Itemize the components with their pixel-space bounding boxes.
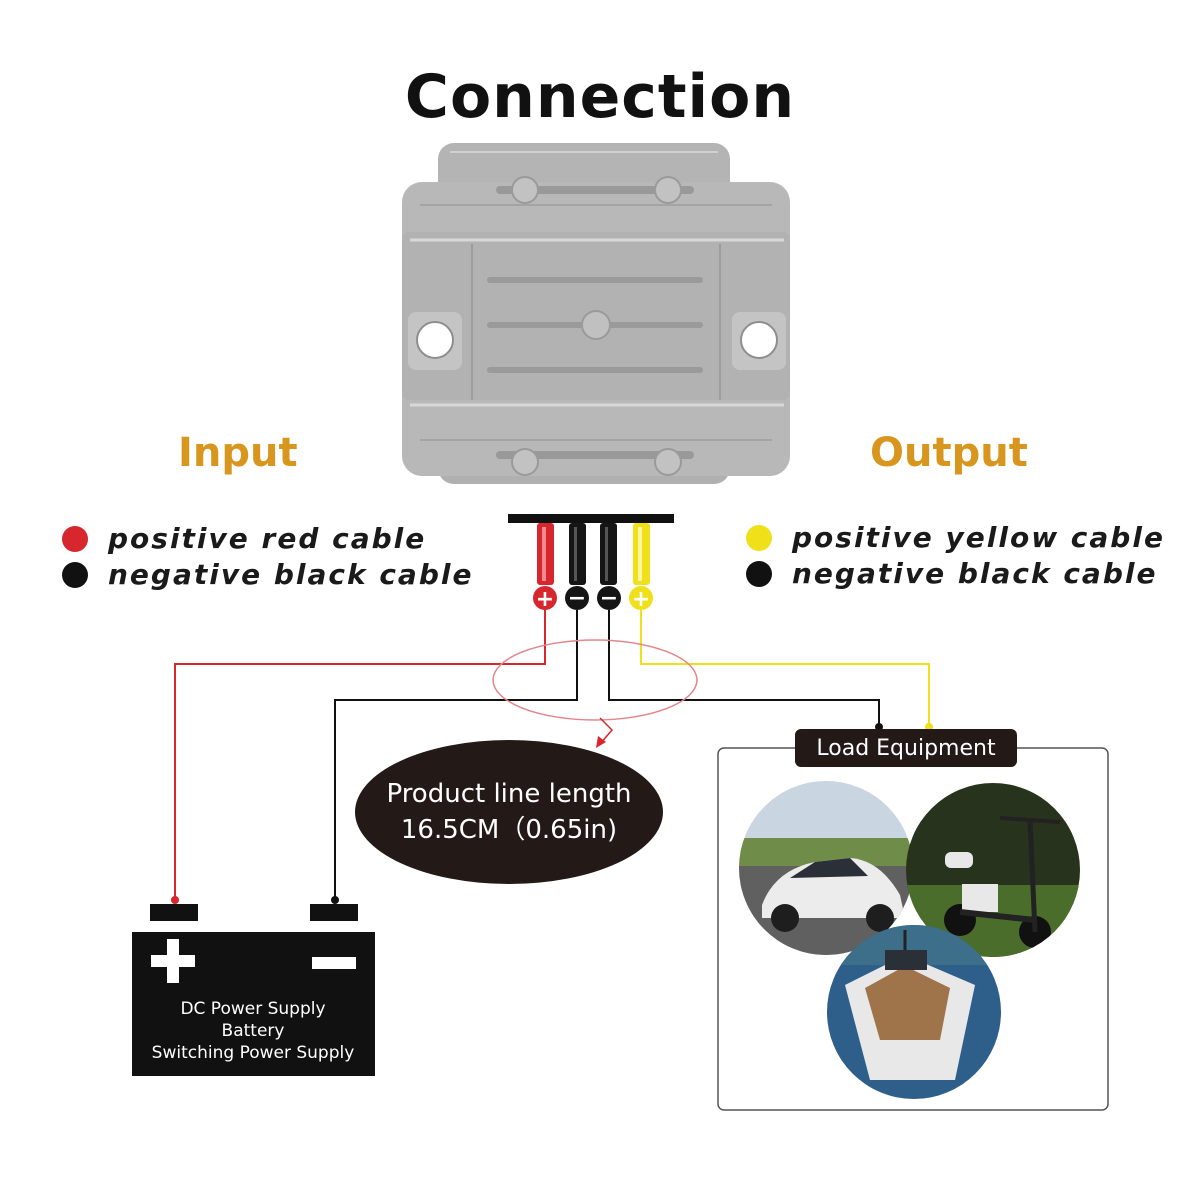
svg-text:−: − bbox=[600, 586, 618, 611]
boat-photo bbox=[827, 925, 1001, 1099]
red-wire bbox=[174, 610, 546, 900]
battery-line-2: Battery bbox=[221, 1021, 285, 1041]
legend-label: positive yellow cable bbox=[792, 521, 1165, 554]
black-dot-icon bbox=[746, 560, 772, 587]
black-wire-output bbox=[608, 610, 880, 728]
product-line-length-note: Product line length 16.5CM（0.65in) bbox=[355, 740, 663, 884]
pointer-arrow bbox=[599, 717, 614, 745]
input-heading: Input bbox=[178, 430, 298, 476]
converter-housing bbox=[402, 143, 790, 484]
terminal-positive-input bbox=[533, 586, 557, 610]
black-wire-input bbox=[334, 610, 578, 900]
wires bbox=[174, 610, 930, 900]
input-legend-negative: negative black cable bbox=[62, 558, 473, 591]
page-title: Connection bbox=[404, 62, 796, 132]
terminal-negative-output bbox=[597, 586, 621, 610]
terminal-positive-output bbox=[629, 586, 653, 610]
terminal-markers: + − − + bbox=[533, 586, 653, 612]
terminal-negative-input bbox=[565, 586, 589, 610]
battery bbox=[132, 904, 375, 1076]
battery-label: DC Power Supply Battery Switching Power … bbox=[132, 998, 374, 1064]
svg-text:−: − bbox=[568, 586, 586, 611]
svg-text:+: + bbox=[536, 587, 554, 612]
input-legend-positive: positive red cable bbox=[62, 522, 426, 555]
black-dot-icon bbox=[62, 561, 88, 588]
red-dot-icon bbox=[62, 525, 88, 552]
yellow-dot-icon bbox=[746, 524, 772, 551]
output-legend-positive: positive yellow cable bbox=[746, 521, 1165, 554]
legend-label: positive red cable bbox=[108, 522, 427, 555]
cable-gland bbox=[508, 514, 674, 523]
minus-icon bbox=[312, 957, 356, 969]
battery-terminal-positive bbox=[150, 904, 198, 921]
yellow-wire bbox=[640, 610, 930, 728]
load-equipment-label: Load Equipment bbox=[795, 729, 1017, 767]
converter-cables bbox=[537, 523, 650, 585]
highlight-ellipse bbox=[492, 639, 698, 721]
battery-terminal-negative bbox=[310, 904, 358, 921]
output-heading: Output bbox=[870, 430, 1028, 476]
mount-hole-right bbox=[740, 321, 778, 359]
battery-line-1: DC Power Supply bbox=[180, 999, 326, 1019]
battery-line-3: Switching Power Supply bbox=[151, 1043, 355, 1063]
mount-hole-left bbox=[416, 321, 454, 359]
line-note-line-1: Product line length bbox=[386, 779, 632, 809]
line-note-line-2: 16.5CM（0.65in) bbox=[400, 815, 618, 845]
legend-label: negative black cable bbox=[792, 557, 1158, 590]
legend-label: negative black cable bbox=[108, 558, 474, 591]
svg-text:+: + bbox=[632, 587, 650, 612]
output-legend-negative: negative black cable bbox=[746, 557, 1157, 590]
